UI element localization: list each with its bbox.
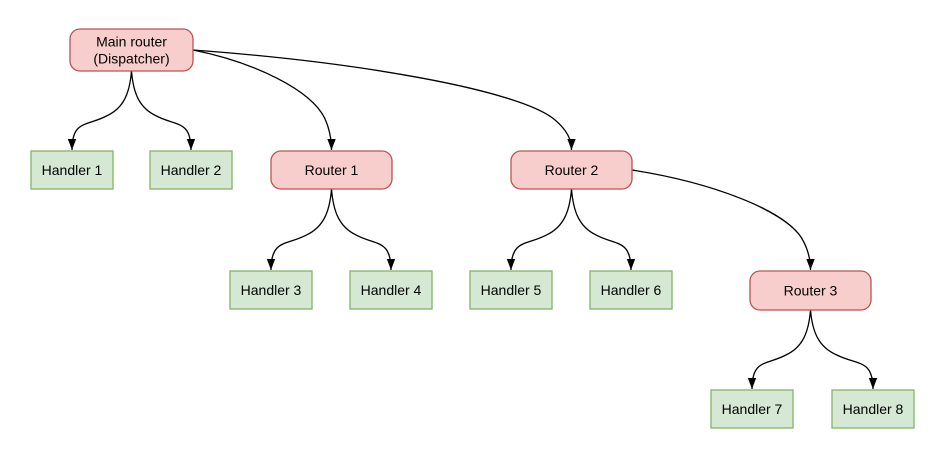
node-label: Handler 4 bbox=[361, 282, 422, 298]
router-box bbox=[749, 270, 872, 311]
edge-router-2-to-handler-5 bbox=[506, 188, 573, 271]
node-label: Handler 1 bbox=[42, 162, 103, 178]
node-label: Main router(Dispatcher) bbox=[93, 34, 169, 67]
router-box bbox=[510, 150, 633, 190]
handler-box bbox=[229, 270, 313, 310]
node-label: Handler 5 bbox=[481, 282, 542, 298]
node-handler-7: Handler 7 bbox=[710, 389, 794, 429]
node-handler-5: Handler 5 bbox=[469, 270, 553, 310]
handler-box bbox=[831, 389, 915, 429]
edge-router-1-to-handler-3 bbox=[266, 188, 333, 271]
edge-main-router-to-router-1 bbox=[192, 49, 336, 151]
node-router-1: Router 1 bbox=[270, 150, 393, 190]
edge-router-3-to-handler-8 bbox=[809, 309, 878, 390]
node-router-3: Router 3 bbox=[749, 270, 872, 311]
node-handler-3: Handler 3 bbox=[229, 270, 313, 310]
node-router-2: Router 2 bbox=[510, 150, 633, 190]
node-handler-4: Handler 4 bbox=[349, 270, 433, 310]
edges-layer bbox=[67, 49, 878, 390]
node-main-router: Main router(Dispatcher) bbox=[69, 28, 194, 72]
node-handler-6: Handler 6 bbox=[589, 270, 673, 310]
edge-main-router-to-handler-2 bbox=[130, 70, 196, 151]
node-label: Handler 8 bbox=[843, 401, 904, 417]
edge-router-2-to-router-3 bbox=[631, 169, 815, 271]
handler-box bbox=[149, 150, 233, 190]
node-label: Handler 2 bbox=[161, 162, 222, 178]
node-handler-8: Handler 8 bbox=[831, 389, 915, 429]
router-box bbox=[270, 150, 393, 190]
edge-main-router-to-router-2 bbox=[192, 49, 576, 151]
handler-box bbox=[589, 270, 673, 310]
edge-router-1-to-handler-4 bbox=[330, 188, 396, 271]
edge-router-2-to-handler-6 bbox=[570, 188, 636, 271]
node-label: Router 3 bbox=[784, 283, 838, 299]
handler-box bbox=[30, 150, 114, 190]
edge-main-router-to-handler-1 bbox=[67, 70, 133, 151]
node-label: Handler 3 bbox=[241, 282, 302, 298]
handler-box bbox=[349, 270, 433, 310]
node-label: Router 2 bbox=[545, 162, 599, 178]
handler-box bbox=[469, 270, 553, 310]
node-label: Handler 7 bbox=[722, 401, 783, 417]
node-handler-2: Handler 2 bbox=[149, 150, 233, 190]
nodes-layer: Main router(Dispatcher) Handler 1 Handler … bbox=[30, 28, 915, 429]
handler-box bbox=[710, 389, 794, 429]
node-label: Handler 6 bbox=[601, 282, 662, 298]
node-label: Router 1 bbox=[305, 162, 359, 178]
router-box bbox=[69, 28, 194, 72]
node-handler-1: Handler 1 bbox=[30, 150, 114, 190]
edge-router-3-to-handler-7 bbox=[747, 309, 812, 390]
